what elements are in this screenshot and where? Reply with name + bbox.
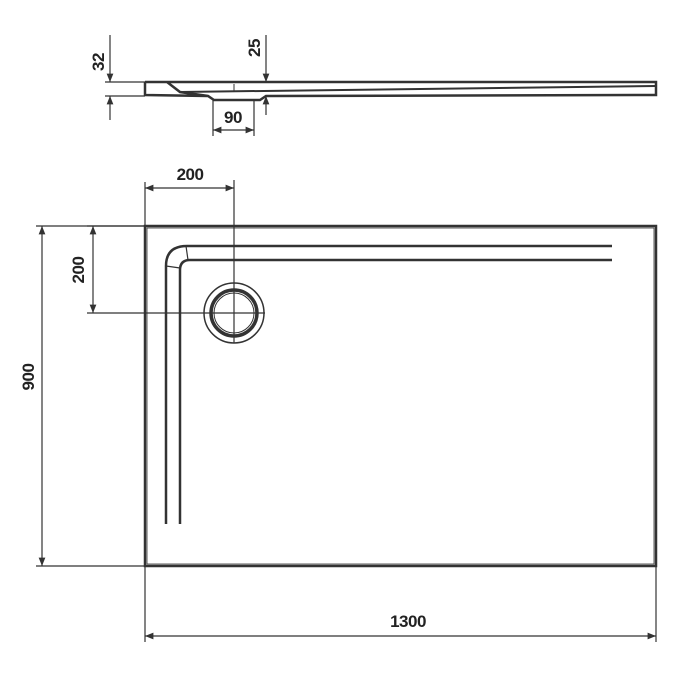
side-view: 32 25 90 — [89, 35, 658, 136]
dim-label-25: 25 — [245, 39, 264, 57]
dim-label-200-x: 200 — [177, 165, 204, 184]
dim-label-1300: 1300 — [390, 612, 426, 631]
dim-label-90: 90 — [224, 108, 242, 127]
channel-inner — [178, 258, 612, 524]
slope-line — [179, 85, 657, 93]
tray-profile — [143, 80, 658, 102]
dim-label-900: 900 — [19, 364, 38, 391]
channel-outer — [164, 244, 612, 524]
top-view: 200 200 900 1300 — [19, 165, 658, 642]
dim-label-32: 32 — [89, 53, 108, 71]
tray-outline — [143, 224, 658, 568]
dim-label-200-y: 200 — [69, 257, 88, 284]
